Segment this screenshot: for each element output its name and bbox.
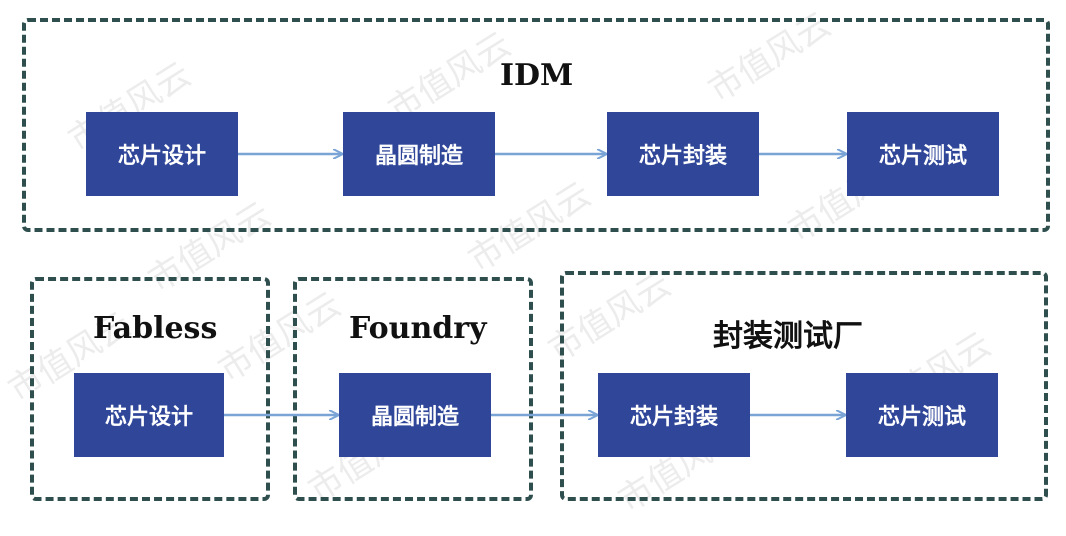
foundry-step-wafer: 晶圆制造 <box>339 373 491 457</box>
osat-step-packaging: 芯片封装 <box>598 373 750 457</box>
osat-group <box>560 271 1048 501</box>
fabless-title: Fabless <box>93 311 218 346</box>
idm-title: IDM <box>500 58 574 93</box>
idm-step-packaging: 芯片封装 <box>607 112 759 196</box>
foundry-group <box>293 277 533 501</box>
idm-step-wafer: 晶圆制造 <box>343 112 495 196</box>
idm-step-testing: 芯片测试 <box>847 112 999 196</box>
osat-title: 封装测试厂 <box>713 319 863 354</box>
fabless-group <box>30 277 270 501</box>
fabless-step-design: 芯片设计 <box>74 373 224 457</box>
idm-step-design: 芯片设计 <box>86 112 238 196</box>
foundry-title: Foundry <box>349 311 487 346</box>
osat-step-testing: 芯片测试 <box>846 373 998 457</box>
idm-group <box>22 18 1050 232</box>
